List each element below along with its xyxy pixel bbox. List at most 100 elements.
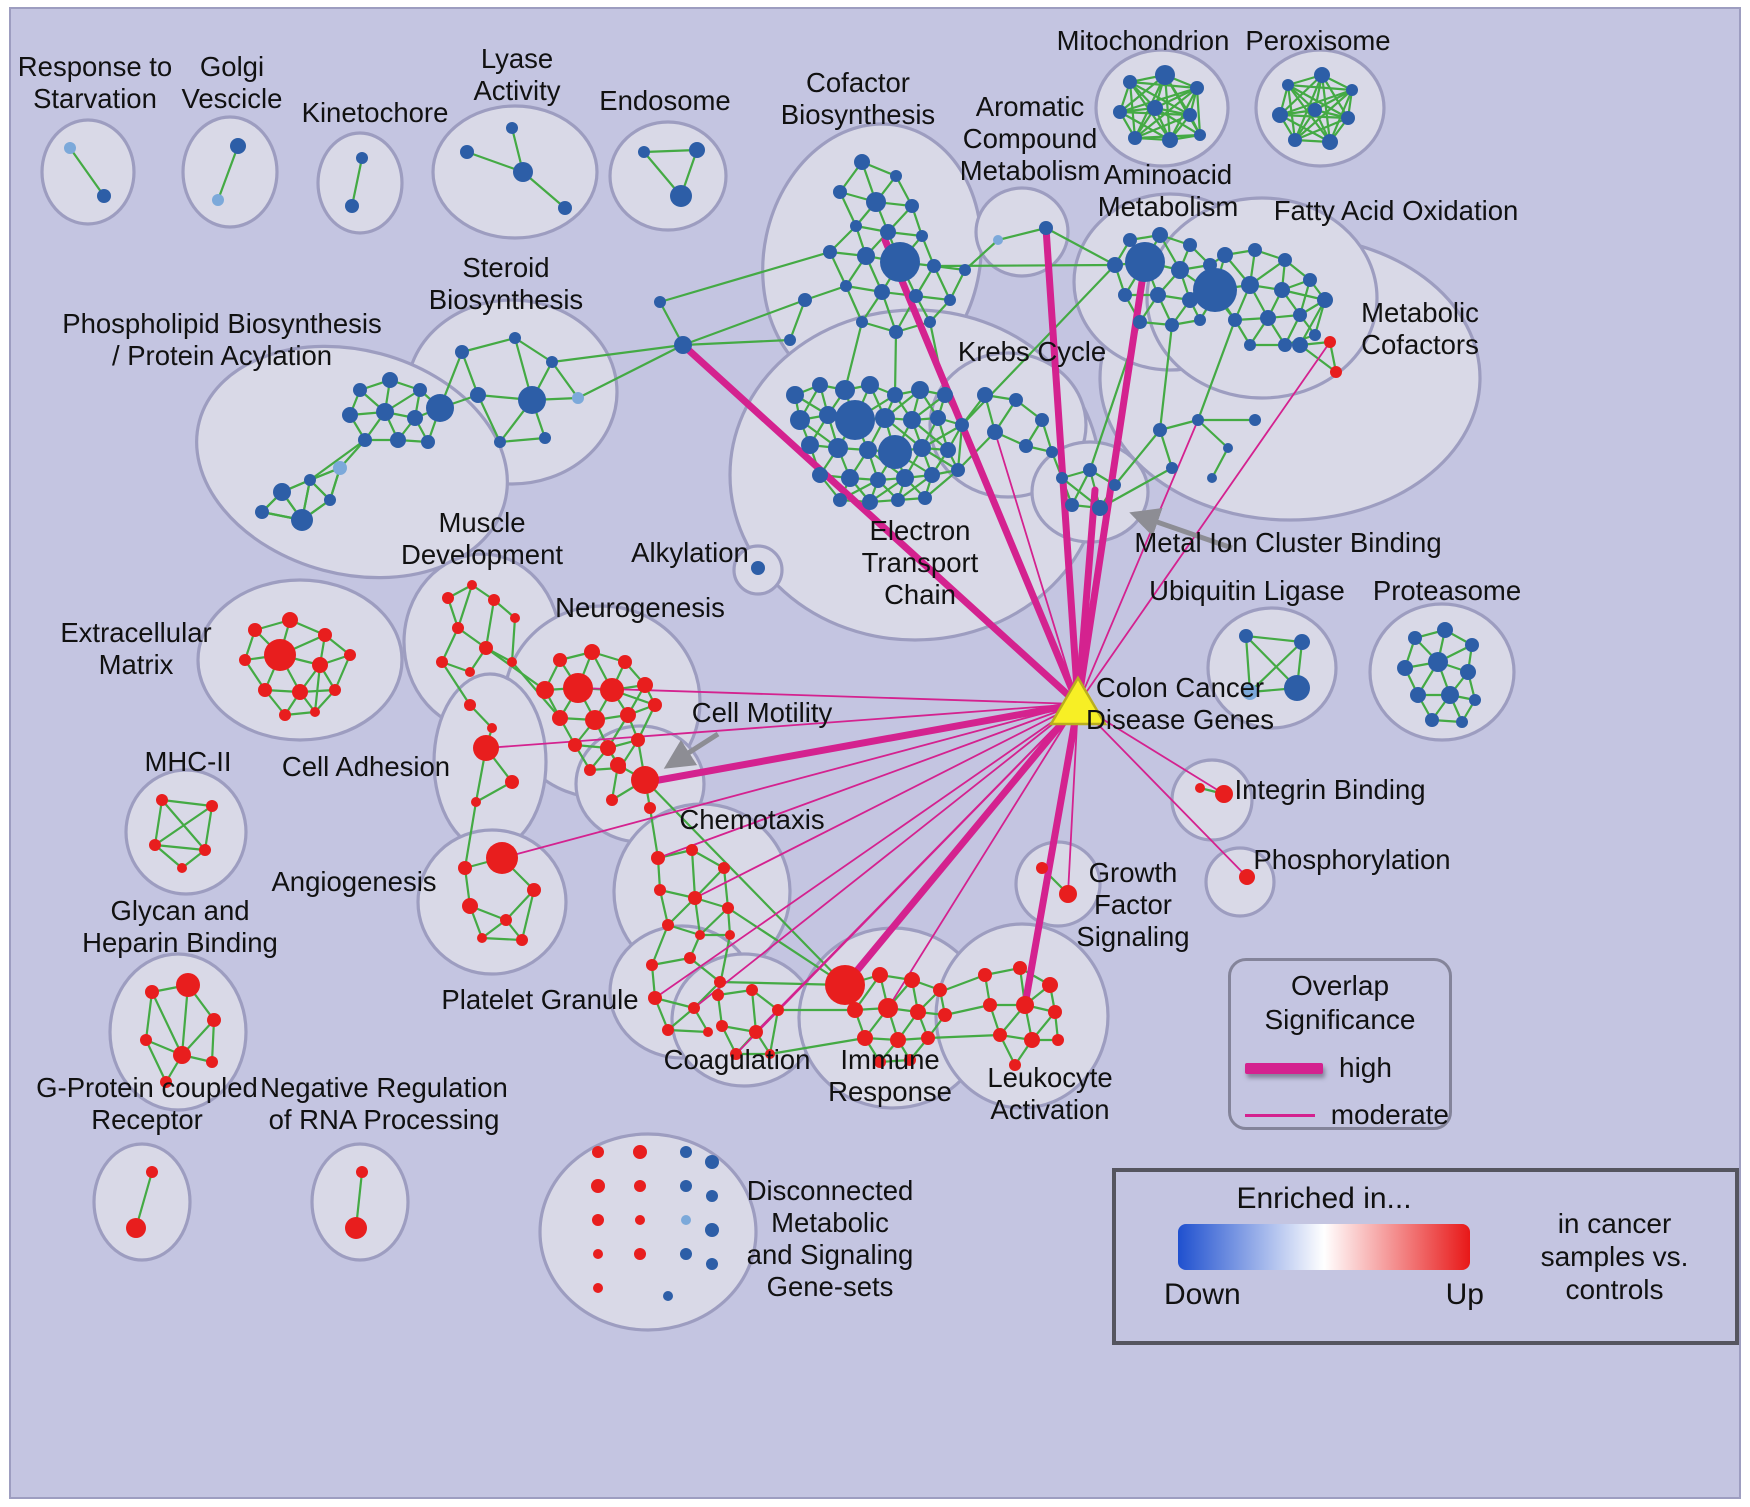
node-coagulation <box>712 989 724 1001</box>
node-disconnected-gene-sets <box>635 1215 645 1225</box>
node-growth-factor-signaling <box>1036 862 1048 874</box>
node-glycan-heparin-binding <box>140 1034 152 1046</box>
node-immune-response <box>921 1031 935 1045</box>
node-neurogenesis <box>648 698 662 712</box>
node-cofactor-biosynthesis <box>909 289 923 303</box>
node-krebs-cycle <box>1046 446 1058 458</box>
node-phospholipid-biosynthesis <box>353 383 367 397</box>
node-connector <box>654 296 666 308</box>
node-mhc-ii <box>199 844 211 856</box>
node-cell-motility <box>606 794 618 806</box>
edge-mitochondrion <box>1163 73 1172 142</box>
legend-enriched-title: Enriched in... <box>1236 1182 1412 1215</box>
node-cofactor-biosynthesis <box>890 170 902 182</box>
edge-between-clusters <box>576 343 685 400</box>
node-chemotaxis <box>725 930 735 940</box>
node-endosome <box>670 185 692 207</box>
node-cofactor-biosynthesis <box>833 185 847 199</box>
node-aminoacid-metabolism <box>1150 287 1166 303</box>
node-coagulation <box>772 1004 784 1016</box>
cluster-ellipse-angiogenesis <box>416 828 568 976</box>
cluster-ellipse-leukocyte-activation <box>934 922 1110 1110</box>
node-coagulation <box>716 1020 728 1032</box>
node-electron-transport-chain <box>790 410 810 430</box>
edge-extracellular-matrix <box>333 653 352 692</box>
node-fatty-acid-oxidation <box>1244 339 1256 351</box>
node-cofactor-biosynthesis <box>959 264 971 276</box>
node-disconnected-gene-sets <box>681 1215 691 1225</box>
edge-glycan-heparin-binding <box>210 1018 216 1064</box>
node-cofactor-biosynthesis <box>916 230 928 242</box>
overlap-edge-moderate <box>657 703 1079 859</box>
node-krebs-cycle <box>977 387 993 403</box>
edge-between-clusters <box>463 800 478 870</box>
node-aminoacid-metabolism <box>1171 261 1189 279</box>
label-integrin-binding: Integrin Binding <box>1234 774 1425 805</box>
label-proteasome: Proteasome <box>1373 575 1521 606</box>
node-cofactor-biosynthesis <box>857 247 875 265</box>
node-fatty-acid-oxidation <box>1274 282 1290 298</box>
node-electron-transport-chain <box>887 387 903 403</box>
node-chemotaxis <box>651 851 665 865</box>
node-proteasome <box>1441 686 1459 704</box>
node-electron-transport-chain <box>833 493 847 507</box>
node-phospholipid-biosynthesis <box>291 509 313 531</box>
node-krebs-cycle <box>1019 439 1033 453</box>
node-disconnected-gene-sets <box>634 1180 646 1192</box>
edge-muscle-development <box>484 598 496 650</box>
node-peroxisome <box>1341 111 1355 125</box>
node-electron-transport-chain <box>812 467 828 483</box>
node-metal-ion-cluster-binding <box>1109 479 1121 491</box>
node-fatty-acid-oxidation <box>1278 253 1292 267</box>
node-glycan-heparin-binding <box>206 1056 218 1068</box>
node-cofactor-biosynthesis <box>798 293 812 307</box>
node-electron-transport-chain <box>875 408 895 428</box>
up-label: Up <box>1445 1278 1484 1311</box>
node-ubiquitin-ligase <box>1284 675 1310 701</box>
edge-steroid-biosynthesis <box>476 393 502 444</box>
node-platelet-granule <box>648 991 662 1005</box>
node-leukocyte-activation <box>1009 1059 1021 1071</box>
node-mitochondrion <box>1162 132 1178 148</box>
node-cofactor-biosynthesis <box>880 242 920 282</box>
node-mitochondrion <box>1113 105 1127 119</box>
node-lyase-activity <box>460 145 474 159</box>
node-platelet-granule <box>684 952 696 964</box>
node-proteasome <box>1465 638 1479 652</box>
edge-peroxisome <box>1313 88 1354 112</box>
node-extracellular-matrix <box>279 709 291 721</box>
node-peroxisome <box>1288 133 1302 147</box>
edge-steroid-biosynthesis <box>460 336 517 354</box>
node-endosome <box>638 146 650 158</box>
edge-phospholipid-biosynthesis <box>308 438 367 482</box>
node-electron-transport-chain <box>859 441 877 459</box>
overlap-edge-moderate <box>693 703 1079 1009</box>
node-steroid-biosynthesis <box>509 332 521 344</box>
node-disconnected-gene-sets <box>592 1214 604 1226</box>
edge-angiogenesis <box>520 888 536 942</box>
overlap-edge-moderate <box>735 703 1079 1055</box>
edge-between-clusters <box>1113 428 1162 487</box>
node-proteasome <box>1437 622 1453 638</box>
edge-chemotaxis <box>698 906 730 937</box>
node-proteasome <box>1469 694 1481 706</box>
node-steroid-biosynthesis <box>572 392 584 404</box>
label-mhc-ii: MHC-II <box>144 746 231 777</box>
node-proteasome <box>1425 713 1439 727</box>
node-steroid-biosynthesis <box>470 387 486 403</box>
node-negative-regulation-rna-processing <box>345 1217 367 1239</box>
node-muscle-development <box>436 656 448 668</box>
node-metal-ion-cluster-binding <box>1065 498 1079 512</box>
node-mitochondrion <box>1183 108 1197 122</box>
node-angiogenesis <box>458 861 472 875</box>
node-immune-response <box>878 998 898 1018</box>
node-steroid-biosynthesis <box>546 356 558 368</box>
node-fatty-acid-oxidation <box>1241 276 1259 294</box>
node-krebs-cycle <box>1035 413 1049 427</box>
cluster-ellipse-glycan-heparin-binding <box>108 952 248 1112</box>
